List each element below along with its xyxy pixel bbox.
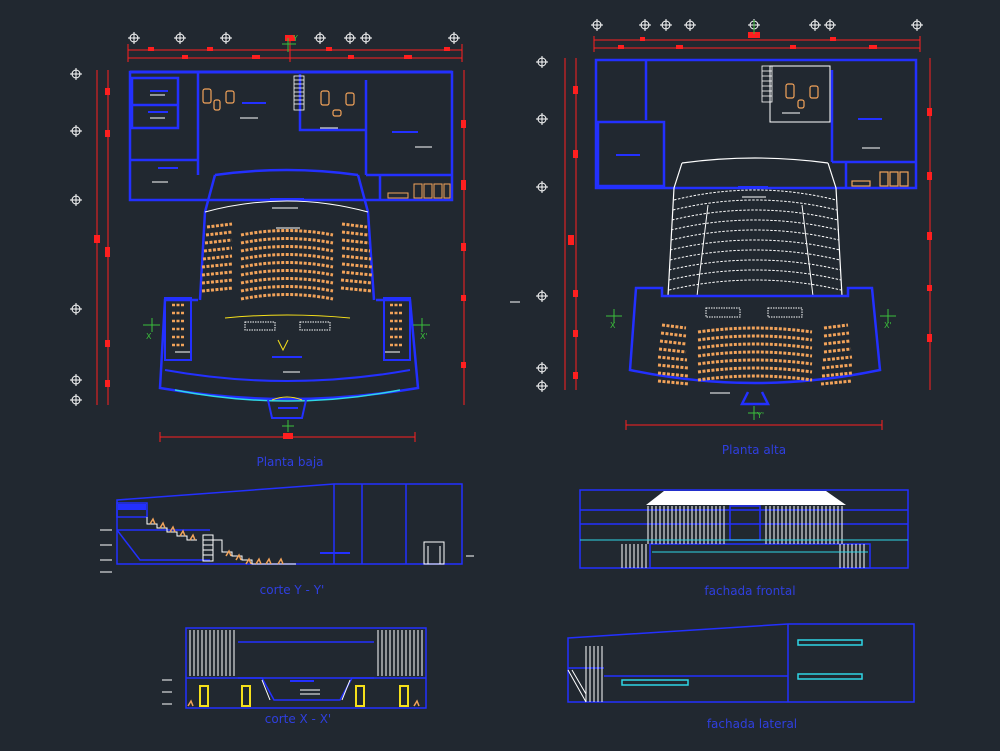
upper-room-tag-text [616, 118, 882, 188]
front-louvres [621, 506, 865, 568]
upper-section-marks [606, 20, 896, 420]
upper-stair [761, 65, 773, 103]
section-y-y [100, 483, 474, 573]
section-x-level-marks [162, 679, 172, 705]
ground-auditorium-shell [158, 168, 420, 402]
ground-room-tags [150, 94, 432, 373]
ground-floor-plan: X X' Y [70, 32, 466, 442]
ground-side-wing-seating [172, 303, 402, 347]
upper-furniture [785, 83, 909, 187]
section-x-doors [199, 685, 409, 707]
ground-side-wings [164, 297, 411, 361]
ground-grid-markers-top [128, 32, 460, 44]
upper-stage-booths [705, 307, 803, 318]
caption-fachada-lateral: fachada lateral [706, 717, 798, 731]
ground-section-mark-x: X [146, 332, 152, 341]
side-louvres [567, 646, 603, 703]
ground-stair [293, 75, 305, 111]
ground-section-mark-x-prime: X' [420, 332, 428, 341]
upper-bottom-dimension [625, 420, 883, 430]
ground-entry [267, 396, 307, 419]
upper-section-mark-y-prime: Y' [756, 411, 764, 420]
ground-seating-left [201, 222, 234, 293]
section-x-x [162, 627, 427, 709]
section-y-label-bar [320, 552, 350, 554]
upper-grid-markers-top [591, 19, 923, 31]
ground-seating-center [240, 229, 334, 301]
upper-seating-right [820, 323, 853, 386]
upper-grid-markers-left [536, 56, 548, 392]
ground-section-marks [143, 38, 430, 432]
front-roof-cap [646, 491, 846, 505]
section-x-label-bar [290, 680, 314, 682]
upper-balcony-tiers [668, 189, 842, 291]
ground-seating-right [340, 222, 373, 293]
ground-stage-front [224, 314, 351, 352]
ground-dimension-ticks [148, 35, 450, 439]
section-y-seats [149, 517, 284, 565]
upper-dimension-ticks [618, 32, 877, 49]
upper-room-tags [510, 112, 880, 394]
caption-corte-y: corte Y - Y' [259, 583, 325, 597]
caption-corte-x: corte X - X' [264, 712, 332, 726]
upper-left-ticks [568, 86, 578, 379]
upper-section-mark-x-prime: X' [884, 321, 892, 330]
upper-floor-plan: X X' Y' [510, 19, 932, 430]
ground-left-ticks [94, 88, 110, 387]
ground-bottom-dimension [159, 432, 416, 442]
side-windows [621, 639, 863, 686]
ground-right-ticks [461, 120, 466, 368]
ground-grid-markers-left [70, 68, 82, 406]
upper-lower-shell [628, 286, 882, 406]
ground-room-tag-text [148, 90, 418, 409]
section-x-louvres [189, 630, 423, 701]
front-elevation [579, 489, 909, 569]
section-x-seats [187, 699, 420, 707]
front-glazing [580, 539, 908, 553]
ground-furniture [202, 88, 355, 117]
ground-restroom-stalls [387, 183, 451, 199]
section-y-balcony [118, 504, 146, 510]
upper-top-dimension-chain [593, 36, 921, 52]
side-elevation [567, 623, 915, 703]
section-y-level-marks [100, 529, 474, 573]
caption-fachada-frontal: fachada frontal [704, 584, 796, 598]
upper-seating-left [657, 323, 690, 386]
ground-section-mark-y: Y [292, 34, 298, 43]
caption-planta-alta: Planta alta [721, 443, 787, 457]
upper-right-ticks [927, 108, 932, 342]
section-y-steps [146, 517, 445, 565]
upper-section-mark-x: X [610, 321, 616, 330]
upper-balcony-aisles [696, 204, 814, 297]
caption-planta-baja: Planta baja [256, 455, 324, 469]
